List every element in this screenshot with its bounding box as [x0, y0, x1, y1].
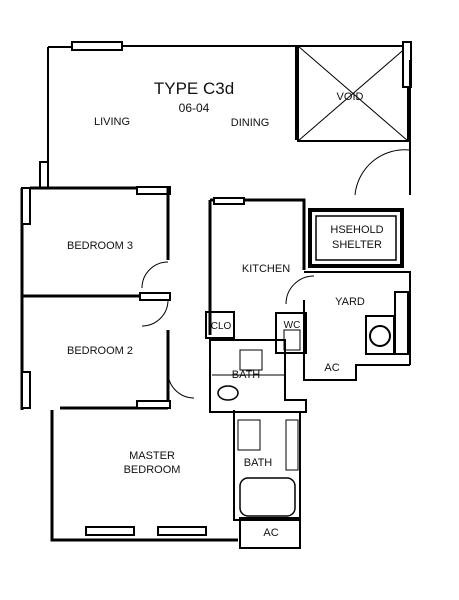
room-label-bedroom-3: BEDROOM 3 — [67, 240, 133, 252]
room-label-ac-yard: AC — [324, 362, 339, 374]
room-label-void: VOID — [337, 91, 364, 103]
room-label-wc: WC — [284, 320, 301, 331]
plan-labels: TYPE C3d 06-04 LIVING DINING VOID BEDROO… — [67, 79, 384, 539]
plan-title: TYPE C3d — [154, 79, 234, 98]
room-label-bedroom-2: BEDROOM 2 — [67, 345, 133, 357]
plan-walls — [20, 41, 412, 549]
room-label-yard: YARD — [335, 296, 365, 308]
room-label-kitchen: KITCHEN — [242, 263, 290, 275]
room-label-living: LIVING — [94, 116, 130, 128]
room-label-bath-master: BATH — [244, 457, 273, 469]
room-label-shelter-line-1: HSEHOLD — [330, 224, 383, 236]
room-label-bath-common: BATH — [232, 369, 261, 381]
room-label-ac-master: AC — [263, 527, 278, 539]
room-label-dining: DINING — [231, 117, 270, 129]
room-label-master-line-2: BEDROOM — [124, 464, 181, 476]
room-label-shelter-line-2: SHELTER — [332, 239, 382, 251]
room-label-master-line-1: MASTER — [129, 450, 175, 462]
room-label-clo: CLO — [211, 321, 232, 332]
unit-number: 06-04 — [179, 101, 210, 115]
